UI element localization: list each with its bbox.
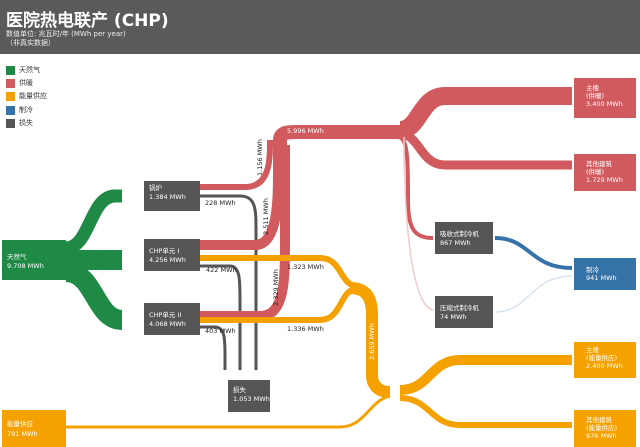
flow-label-chp1-heat: 2.511 MWh: [262, 198, 270, 235]
flow-label-boiler-loss: 228 MWh: [205, 199, 236, 207]
node-chp2-name: CHP单元 II: [149, 311, 182, 319]
flow-hub-main-power: [399, 355, 572, 395]
legend-swatch-loss: [6, 118, 15, 128]
flow-chp2-power: [200, 287, 354, 323]
legend-label: 能量供应: [19, 92, 47, 101]
node-other-power-value: 976 MWh: [586, 432, 617, 440]
note-line: （非真实数据）: [6, 39, 55, 47]
node-main-power-sub: (能量供应): [586, 354, 618, 362]
flow-label-chp2-loss: 403 MWh: [205, 327, 236, 335]
node-cooling-name: 制冷: [586, 266, 599, 274]
node-chp1-value: 4.256 MWh: [149, 256, 186, 264]
flow-chp1-heat: [200, 169, 283, 250]
node-main-power-value: 2.400 MWh: [586, 362, 623, 370]
node-main-heat[interactable]: 主楼 (供暖) 3.400 MWh: [574, 78, 636, 118]
flow-label-heat-total: 5.996 MWh: [287, 127, 324, 135]
node-gas-name: 天然气: [7, 253, 27, 261]
node-compress-name: 压缩式制冷机: [440, 304, 479, 312]
legend-label: 天然气: [19, 66, 40, 74]
flow-chp1-loss: [200, 264, 242, 370]
legend-swatch-gas: [6, 66, 15, 75]
node-chp1[interactable]: CHP单元 I 4.256 MWh: [144, 239, 200, 271]
flow-heat-trunk: [273, 125, 400, 175]
node-chp2-value: 4.068 MWh: [149, 320, 186, 328]
flow-compress-cool: [494, 275, 573, 313]
flow-chp2-heat: [200, 145, 290, 321]
node-main-power[interactable]: 主楼 (能量供应) 2.400 MWh: [574, 342, 636, 378]
node-cooling[interactable]: 制冷 941 MWh: [574, 258, 636, 290]
flow-power-trunk: [349, 282, 391, 398]
node-compress[interactable]: 压缩式制冷机 74 MWh: [435, 296, 493, 328]
legend-label: 供暖: [19, 79, 33, 88]
node-main-heat-sub: (供暖): [586, 92, 605, 100]
flow-heat-other: [399, 129, 572, 170]
node-compress-value: 74 MWh: [440, 313, 467, 321]
flow-label-power-total: 2.659 MWh: [368, 323, 376, 360]
node-loss-name: 损失: [233, 386, 246, 394]
node-gas[interactable]: 天然气 9.708 MWh: [2, 240, 66, 280]
flow-gas-chp2: [64, 262, 124, 330]
node-other-heat-sub: (供暖): [586, 168, 605, 176]
flow-gas-boiler: [64, 189, 122, 255]
node-boiler-name: 锅炉: [149, 184, 162, 192]
flow-heat-compress: [403, 136, 434, 311]
node-grid-value: 791 MWh: [7, 430, 38, 438]
node-other-heat-value: 1.729 MWh: [586, 176, 623, 184]
flow-label-chp1-power: 1.323 MWh: [287, 263, 324, 271]
node-gas-value: 9.708 MWh: [7, 262, 44, 270]
node-absorb-value: 867 MWh: [440, 239, 471, 247]
node-boiler-value: 1.384 MWh: [149, 193, 186, 201]
flow-heat-main: [398, 87, 572, 139]
header-bar: 医院热电联产 (CHP) 数值单位: 兆瓦时/年 (MWh per year) …: [0, 0, 640, 54]
node-grid[interactable]: 能量供应 791 MWh: [2, 410, 66, 447]
flow-boiler-loss: [200, 194, 258, 370]
flow-label-boiler-heat: 1.156 MWh: [256, 139, 264, 176]
node-chp2[interactable]: CHP单元 II 4.068 MWh: [144, 303, 200, 335]
flow-chp2-loss: [200, 325, 227, 370]
node-other-power-name: 其他建筑: [586, 416, 612, 424]
node-other-heat[interactable]: 其他建筑 (供暖) 1.729 MWh: [574, 154, 636, 191]
node-main-heat-name: 主楼: [586, 84, 599, 92]
legend-swatch-heat: [6, 79, 15, 89]
node-chp1-name: CHP单元 I: [149, 247, 180, 255]
node-other-power-sub: (能量供应): [586, 424, 618, 432]
legend-label: 损失: [19, 118, 33, 127]
node-main-heat-value: 3.400 MWh: [586, 100, 623, 108]
legend-swatch-power: [6, 92, 15, 102]
legend-swatch-cool: [6, 105, 15, 115]
page-title: 医院热电联产 (CHP): [6, 11, 169, 31]
flow-label-chp2-heat: 2.329 MWh: [272, 269, 280, 306]
node-loss-value: 1.053 MWh: [233, 395, 270, 403]
node-cooling-value: 941 MWh: [586, 274, 617, 282]
flow-absorb-cool: [494, 236, 573, 270]
page-subtitle: 数值单位: 兆瓦时/年 (MWh per year) （非真实数据）: [6, 30, 126, 48]
flow-grid-hub: [66, 394, 391, 429]
node-grid-name: 能量供应: [7, 420, 33, 428]
flow-hub-other-power: [399, 395, 572, 428]
node-main-power-name: 主楼: [586, 346, 599, 354]
legend-label: 制冷: [19, 105, 33, 114]
node-boiler[interactable]: 锅炉 1.384 MWh: [144, 181, 200, 211]
node-loss[interactable]: 损失 1.053 MWh: [228, 380, 270, 412]
flow-label-chp1-loss: 422 MWh: [206, 266, 237, 274]
flow-label-chp2-power: 1.336 MWh: [287, 325, 324, 333]
flow-boiler-heat: [200, 139, 273, 190]
node-absorb-name: 吸收式制冷机: [440, 230, 479, 238]
flow-chp1-power: [200, 255, 354, 288]
node-absorb[interactable]: 吸收式制冷机 867 MWh: [435, 222, 493, 254]
unit-line: 数值单位: 兆瓦时/年 (MWh per year): [6, 30, 126, 38]
node-other-power[interactable]: 其他建筑 (能量供应) 976 MWh: [574, 410, 636, 447]
node-other-heat-name: 其他建筑: [586, 160, 612, 168]
